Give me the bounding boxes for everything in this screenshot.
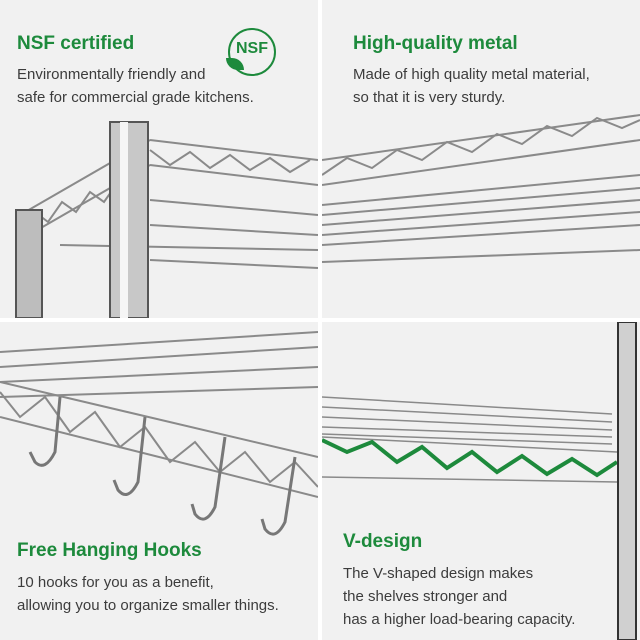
panel-hanging-hooks: Free Hanging Hooks 10 hooks for you as a…: [0, 322, 318, 640]
desc-line: Environmentally friendly and: [17, 66, 206, 83]
shelf-v-design-image: [322, 322, 637, 640]
desc-line: safe for commercial grade kitchens.: [17, 89, 254, 106]
shelf-metal-image: [322, 114, 640, 263]
shelf-corner-image: [15, 121, 318, 318]
title: NSF certified: [17, 33, 135, 54]
desc-line: so that it is very sturdy.: [353, 89, 506, 106]
shelf-hooks-image: [0, 331, 318, 536]
panel-v-design: V-design The V-shaped design makes the s…: [322, 322, 640, 640]
nsf-badge-icon: NSF: [226, 28, 276, 76]
desc-line: allowing you to organize smaller things.: [17, 597, 279, 614]
desc-line: Made of high quality metal material,: [353, 66, 590, 83]
title: V-design: [343, 531, 423, 552]
desc-line: the shelves stronger and: [343, 588, 508, 605]
title: High-quality metal: [353, 33, 518, 54]
desc-line: 10 hooks for you as a benefit,: [17, 574, 214, 591]
panel-nsf-certified: NSF certified Environmentally friendly a…: [0, 0, 318, 318]
panel-high-quality-metal: High-quality metal Made of high quality …: [322, 0, 640, 318]
desc-line: has a higher load-bearing capacity.: [343, 611, 576, 628]
v-pattern-highlight: [322, 438, 619, 478]
title: Free Hanging Hooks: [17, 540, 202, 561]
desc-line: The V-shaped design makes: [343, 565, 534, 582]
